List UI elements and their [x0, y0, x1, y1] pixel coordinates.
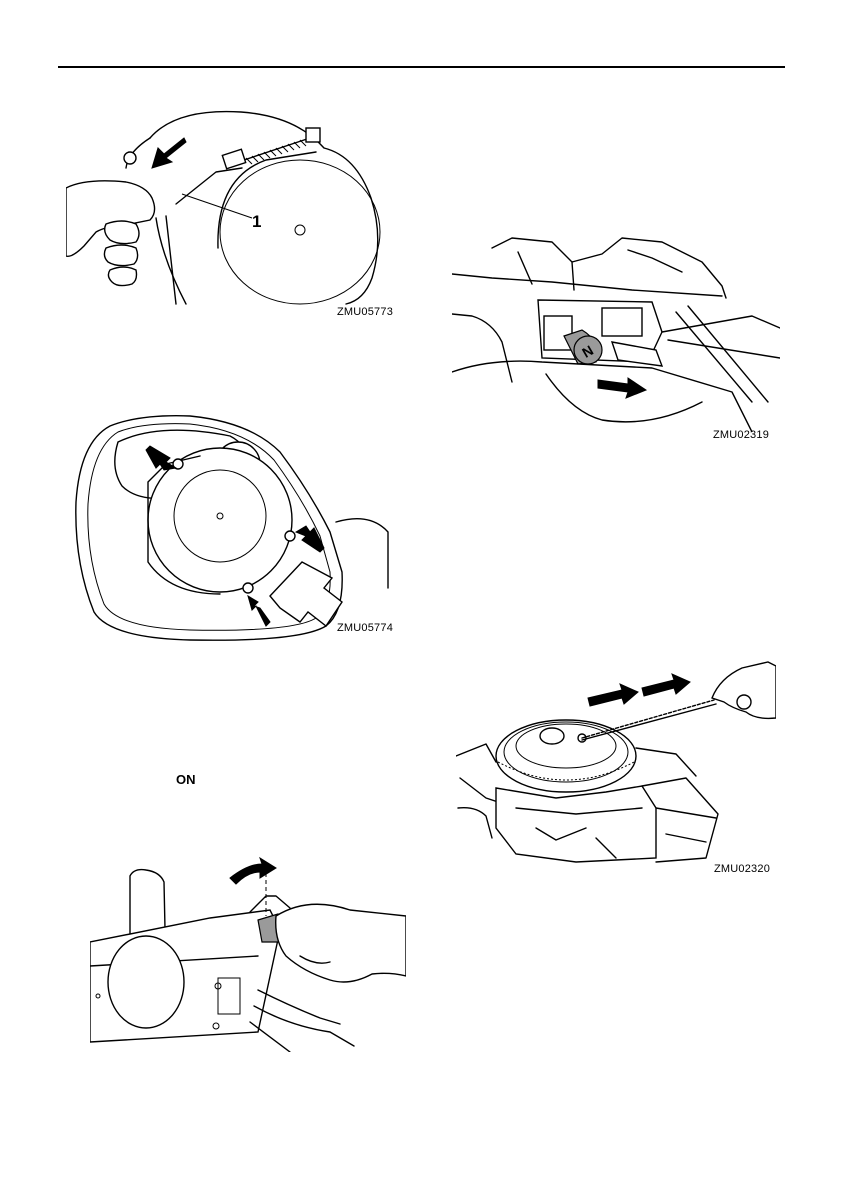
- arrow-right-icon: [588, 684, 638, 706]
- curved-arrow-icon: [230, 858, 276, 884]
- callout-number: 1: [252, 212, 261, 232]
- outboard-front-illustration: [90, 856, 406, 1052]
- figure-code: ZMU02319: [713, 429, 769, 441]
- flywheel-rope-illustration: [456, 658, 776, 880]
- figure-code: ZMU05774: [337, 622, 393, 634]
- header-rule: [58, 66, 785, 68]
- outboard-top-bolts-illustration: [70, 412, 390, 644]
- figure-throttle-cable: [66, 108, 390, 306]
- figure-cover-bolts: [70, 412, 390, 644]
- arrow-up-left-icon: [248, 596, 270, 626]
- arrow-left-icon: [152, 138, 186, 168]
- outboard-top-illustration: [66, 108, 390, 306]
- arrow-left-icon: [296, 526, 324, 552]
- figure-code: ZMU02320: [714, 863, 770, 875]
- arrow-right-icon: [598, 378, 646, 398]
- figure-code: ZMU05773: [337, 306, 393, 318]
- figure-starter-rope: [456, 658, 776, 880]
- figure-neutral-knob: N: [452, 232, 780, 432]
- figure-choke-knob: [90, 856, 406, 1052]
- cable-knob-illustration: N: [452, 232, 780, 432]
- arrow-right-icon: [642, 674, 690, 696]
- on-label: ON: [176, 772, 196, 787]
